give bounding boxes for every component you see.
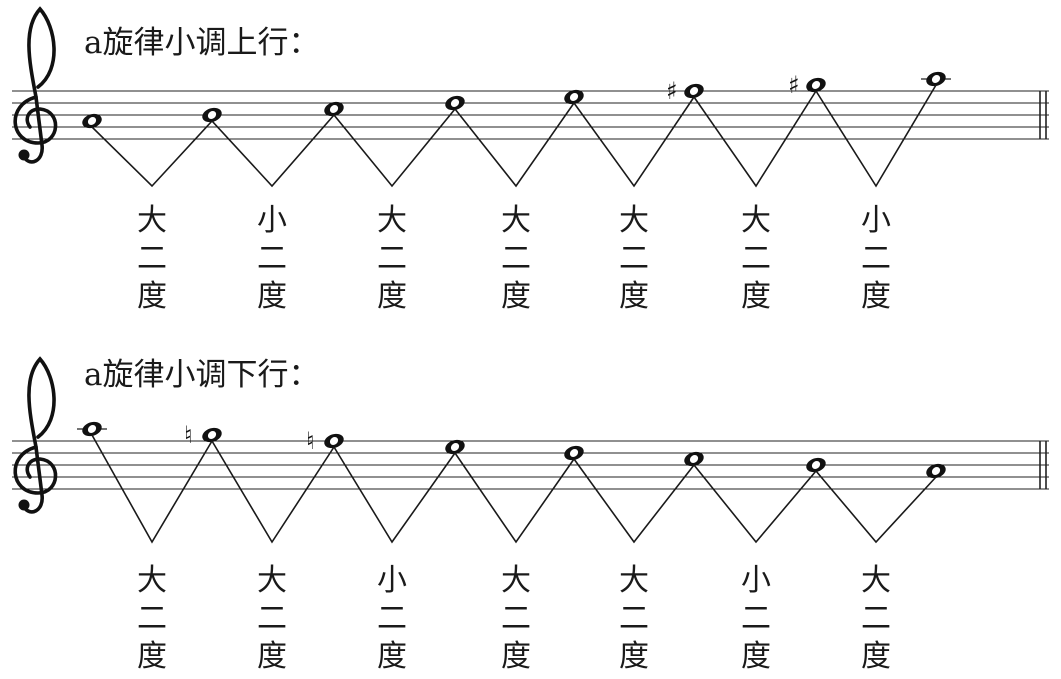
interval-label: 大二度	[257, 563, 287, 674]
interval-label: 大二度	[137, 203, 167, 314]
interval-char: 大	[501, 203, 531, 238]
interval-char: 大	[501, 563, 531, 598]
interval-char: 二	[861, 601, 891, 636]
interval-label: 小二度	[257, 203, 287, 314]
interval-char: 度	[501, 279, 531, 314]
interval-char: 度	[501, 639, 531, 674]
interval-label: 大二度	[377, 203, 407, 314]
interval-char: 二	[741, 241, 771, 276]
interval-label: 大二度	[861, 563, 891, 674]
interval-char: 度	[137, 279, 167, 314]
interval-label: 大二度	[501, 203, 531, 314]
interval-char: 二	[741, 601, 771, 636]
staff-lines	[12, 90, 1049, 140]
whole-note	[202, 107, 222, 123]
whole-note	[445, 95, 465, 111]
interval-connector	[91, 434, 937, 544]
whole-note	[806, 457, 826, 473]
interval-char: 二	[861, 241, 891, 276]
interval-char: 度	[377, 279, 407, 314]
whole-note	[806, 77, 826, 93]
interval-char: 度	[741, 639, 771, 674]
whole-note	[564, 445, 584, 461]
whole-note	[445, 439, 465, 455]
interval-char: 大	[137, 203, 167, 238]
whole-note	[324, 433, 344, 449]
interval-char: 大	[377, 203, 407, 238]
ascending-title: a旋律小调上行：	[84, 25, 320, 61]
interval-char: 度	[257, 639, 287, 674]
interval-char: 小	[257, 203, 287, 238]
whole-note	[202, 427, 222, 443]
interval-char: 度	[619, 639, 649, 674]
whole-note	[82, 421, 102, 437]
interval-char: 二	[257, 601, 287, 636]
interval-char: 二	[501, 241, 531, 276]
sharp-sign: ♯	[788, 71, 800, 99]
whole-note	[324, 101, 344, 117]
interval-char: 度	[861, 639, 891, 674]
whole-note	[684, 451, 704, 467]
interval-label: 大二度	[619, 203, 649, 314]
staff-lines	[12, 440, 1049, 490]
interval-connector	[91, 84, 937, 188]
interval-char: 度	[377, 639, 407, 674]
interval-label: 小二度	[377, 563, 407, 674]
interval-char: 度	[741, 279, 771, 314]
natural-sign: ♮	[306, 427, 315, 455]
interval-char: 二	[137, 241, 167, 276]
interval-char: 小	[741, 563, 771, 598]
interval-char: 大	[257, 563, 287, 598]
interval-char: 二	[257, 241, 287, 276]
natural-sign: ♮	[184, 421, 193, 449]
interval-char: 二	[619, 601, 649, 636]
interval-char: 大	[741, 203, 771, 238]
interval-char: 二	[377, 601, 407, 636]
interval-char: 度	[137, 639, 167, 674]
interval-label: 小二度	[741, 563, 771, 674]
interval-char: 二	[137, 601, 167, 636]
interval-label: 大二度	[619, 563, 649, 674]
interval-label: 大二度	[137, 563, 167, 674]
whole-note	[684, 83, 704, 99]
interval-char: 大	[619, 203, 649, 238]
interval-char: 度	[257, 279, 287, 314]
whole-note	[926, 71, 946, 87]
interval-char: 二	[501, 601, 531, 636]
interval-char: 度	[861, 279, 891, 314]
interval-char: 大	[619, 563, 649, 598]
interval-label: 小二度	[861, 203, 891, 314]
interval-label: 大二度	[501, 563, 531, 674]
interval-char: 大	[137, 563, 167, 598]
descending-title: a旋律小调下行：	[84, 357, 320, 393]
interval-char: 小	[861, 203, 891, 238]
interval-label: 大二度	[741, 203, 771, 314]
interval-char: 二	[619, 241, 649, 276]
whole-note	[564, 89, 584, 105]
interval-char: 度	[619, 279, 649, 314]
interval-char: 二	[377, 241, 407, 276]
interval-char: 小	[377, 563, 407, 598]
interval-char: 大	[861, 563, 891, 598]
whole-note	[926, 463, 946, 479]
whole-note	[82, 113, 102, 129]
sharp-sign: ♯	[666, 77, 678, 105]
